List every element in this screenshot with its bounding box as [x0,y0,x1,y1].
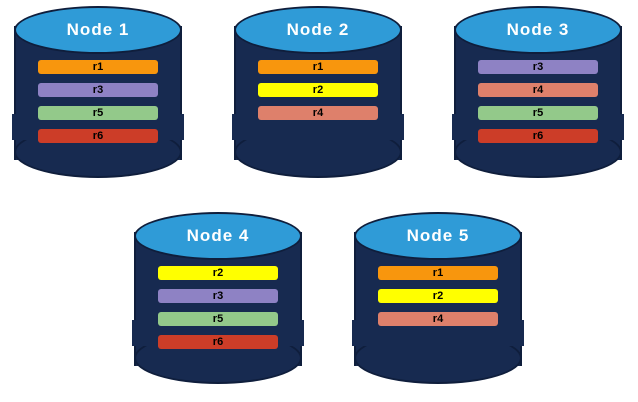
replica-bar[interactable]: r5 [478,106,598,120]
node-title: Node 1 [66,20,130,39]
node-title: Node 4 [186,226,250,245]
replica-bar[interactable]: r6 [158,335,278,349]
cylinder-top-ellipse [354,212,522,260]
replica-bar[interactable]: r3 [478,60,598,74]
replica-bar[interactable]: r1 [38,60,158,74]
database-node[interactable]: Node 5 r1 r2 r4 [348,210,528,390]
replica-bar[interactable]: r2 [378,289,498,303]
replica-bar[interactable]: r6 [38,129,158,143]
cylinder-top-ellipse [134,212,302,260]
replica-list: r1 r3 r5 r6 [14,60,182,143]
replica-bar[interactable]: r3 [38,83,158,97]
database-node[interactable]: Node 4 r2 r3 r5 r6 [128,210,308,390]
replica-bar[interactable]: r6 [478,129,598,143]
replica-list: r1 r2 r4 [354,266,522,326]
replica-bar[interactable]: r5 [158,312,278,326]
replica-bar[interactable]: r4 [258,106,378,120]
replica-list: r1 r2 r4 [234,60,402,120]
node-title: Node 3 [506,20,570,39]
database-node[interactable]: Node 3 r3 r4 r5 r6 [448,4,628,184]
replica-bar[interactable]: r2 [258,83,378,97]
replica-list: r3 r4 r5 r6 [454,60,622,143]
replica-bar[interactable]: r5 [38,106,158,120]
replica-bar[interactable]: r4 [378,312,498,326]
replica-bar[interactable]: r1 [258,60,378,74]
replica-bar[interactable]: r1 [378,266,498,280]
replica-list: r2 r3 r5 r6 [134,266,302,349]
cylinder-top-ellipse [14,6,182,54]
database-node[interactable]: Node 2 r1 r2 r4 [228,4,408,184]
database-node[interactable]: Node 1 r1 r3 r5 r6 [8,4,188,184]
replica-bar[interactable]: r4 [478,83,598,97]
cylinder-top-ellipse [234,6,402,54]
node-title: Node 5 [406,226,470,245]
node-title: Node 2 [286,20,350,39]
replica-bar[interactable]: r3 [158,289,278,303]
replica-bar[interactable]: r2 [158,266,278,280]
cylinder-top-ellipse [454,6,622,54]
